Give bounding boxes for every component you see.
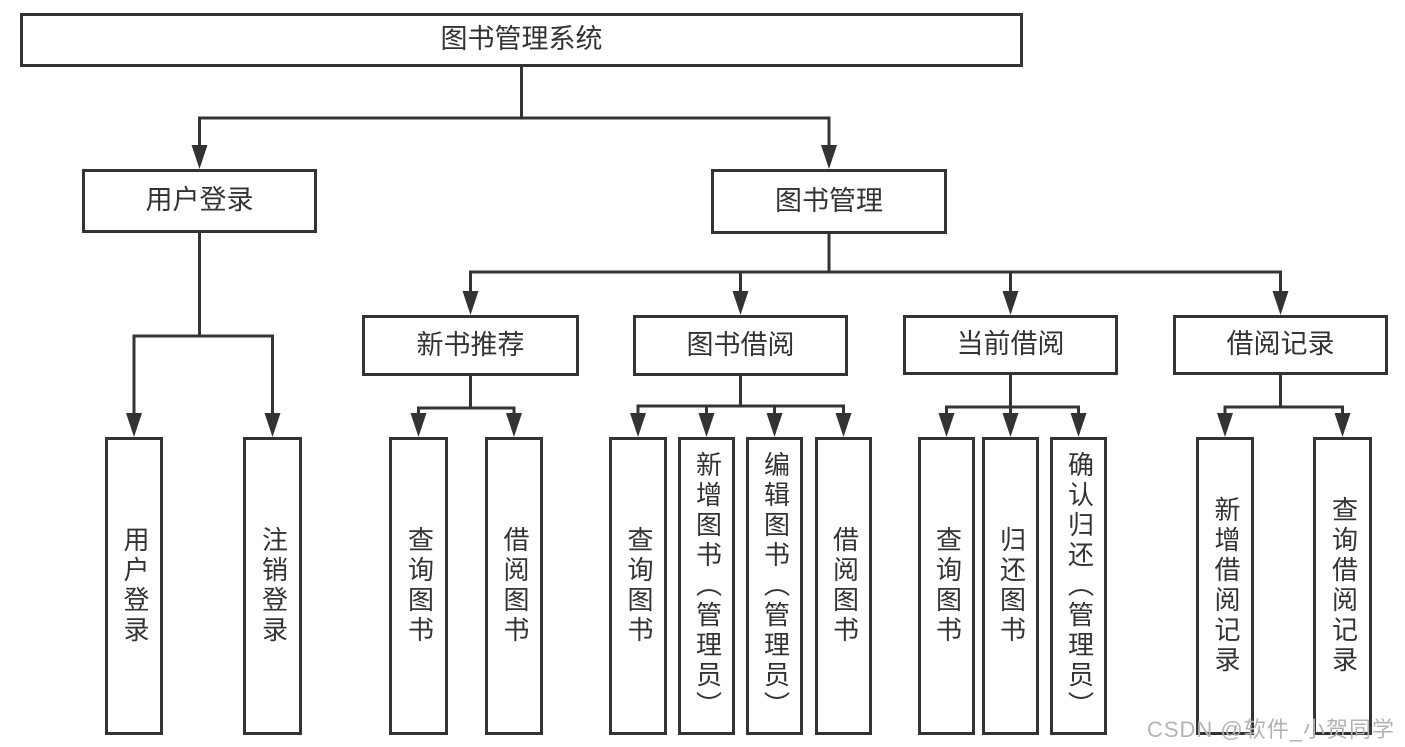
- node-leaf-br-query: 查询借阅记录: [1313, 437, 1372, 735]
- node-label-leaf-cb-query: 查询图书: [932, 526, 963, 646]
- node-label-leaf-nbr-query: 查询图书: [404, 526, 435, 646]
- node-user-login: 用户登录: [82, 169, 317, 233]
- node-leaf-bb-query: 查询图书: [609, 437, 667, 735]
- node-label-leaf-bb-edit: 编辑图书（管理员）: [760, 451, 791, 721]
- node-label-leaf-cb-confirm: 确认归还（管理员）: [1064, 451, 1095, 721]
- node-label-leaf-logout: 注销登录: [258, 526, 289, 646]
- node-leaf-cb-return: 归还图书: [982, 437, 1039, 735]
- node-leaf-nbr-query: 查询图书: [389, 437, 448, 735]
- node-leaf-user-login: 用户登录: [105, 437, 163, 735]
- node-label-leaf-nbr-borrow: 借阅图书: [499, 526, 530, 646]
- node-label-leaf-bb-add: 新增图书（管理员）: [692, 451, 723, 721]
- node-label-leaf-cb-return: 归还图书: [996, 526, 1027, 646]
- node-current-borrow: 当前借阅: [903, 315, 1118, 375]
- node-book-mgmt: 图书管理: [711, 169, 947, 234]
- node-label-root: 图书管理系统: [440, 24, 603, 55]
- node-leaf-cb-query: 查询图书: [918, 437, 975, 735]
- node-label-current-borrow: 当前借阅: [956, 329, 1065, 360]
- node-label-borrow-record: 借阅记录: [1226, 329, 1335, 360]
- node-label-leaf-bb-query: 查询图书: [623, 526, 654, 646]
- node-leaf-logout: 注销登录: [243, 437, 302, 735]
- node-label-user-login: 用户登录: [145, 185, 254, 216]
- node-label-new-book-rec: 新书推荐: [416, 329, 525, 360]
- node-label-leaf-bb-borrow: 借阅图书: [829, 526, 860, 646]
- node-label-book-mgmt: 图书管理: [775, 185, 883, 216]
- node-book-borrow: 图书借阅: [633, 315, 848, 376]
- node-borrow-record: 借阅记录: [1173, 315, 1388, 375]
- node-leaf-br-add: 新增借阅记录: [1196, 437, 1254, 735]
- node-leaf-bb-edit: 编辑图书（管理员）: [746, 437, 803, 735]
- node-label-book-borrow: 图书借阅: [686, 329, 795, 360]
- node-label-leaf-br-add: 新增借阅记录: [1210, 496, 1241, 676]
- node-leaf-bb-borrow: 借阅图书: [815, 437, 872, 735]
- node-leaf-nbr-borrow: 借阅图书: [485, 437, 543, 735]
- node-label-leaf-user-login: 用户登录: [119, 526, 150, 646]
- node-leaf-cb-confirm: 确认归还（管理员）: [1050, 437, 1107, 735]
- node-label-leaf-br-query: 查询借阅记录: [1328, 496, 1359, 676]
- node-leaf-bb-add: 新增图书（管理员）: [678, 437, 735, 735]
- node-new-book-rec: 新书推荐: [362, 315, 579, 376]
- node-root: 图书管理系统: [20, 13, 1023, 67]
